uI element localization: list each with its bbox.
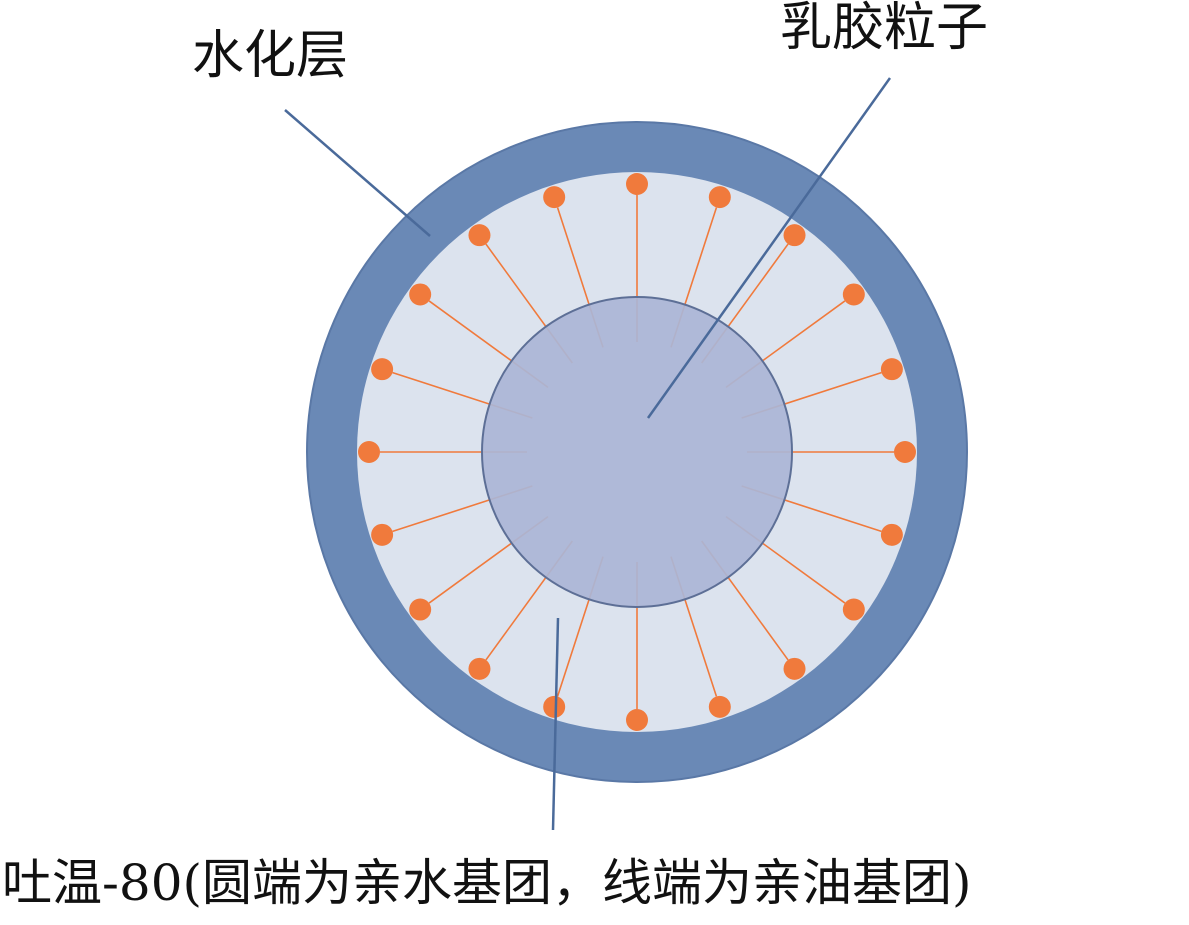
surfactant-head [409, 598, 432, 621]
surfactant-leader-line [551, 617, 560, 831]
surfactant-head [842, 283, 865, 306]
surfactant-head [894, 441, 916, 463]
hydration-layer-label: 水化层 [192, 26, 349, 86]
latex-particle-core [481, 296, 793, 608]
surfactant-head [409, 283, 432, 306]
surfactant-head [880, 358, 903, 381]
surfactant-head [783, 657, 806, 680]
hydration-leader-line [284, 109, 431, 237]
surfactant-head [880, 523, 903, 546]
latex-particle-label: 乳胶粒子 [780, 0, 989, 58]
surfactant-head [543, 186, 566, 209]
surfactant-head [626, 173, 648, 195]
particle-leader-line [646, 77, 892, 419]
leader-lines [284, 77, 892, 831]
surfactant-head [371, 358, 394, 381]
surfactant-head [371, 523, 394, 546]
surfactant-head [708, 695, 731, 718]
surfactant-head [468, 224, 491, 247]
surfactant-head [708, 186, 731, 209]
surfactant-molecules [358, 173, 916, 731]
surfactant-head [468, 657, 491, 680]
surfactant-head [543, 695, 566, 718]
surfactant-label: 吐温-80(圆端为亲水基团，线端为亲油基团) [2, 854, 972, 912]
surfactant-head [626, 709, 648, 731]
surfactant-head [842, 598, 865, 621]
surfactant-head [358, 441, 380, 463]
surfactant-head [783, 224, 806, 247]
